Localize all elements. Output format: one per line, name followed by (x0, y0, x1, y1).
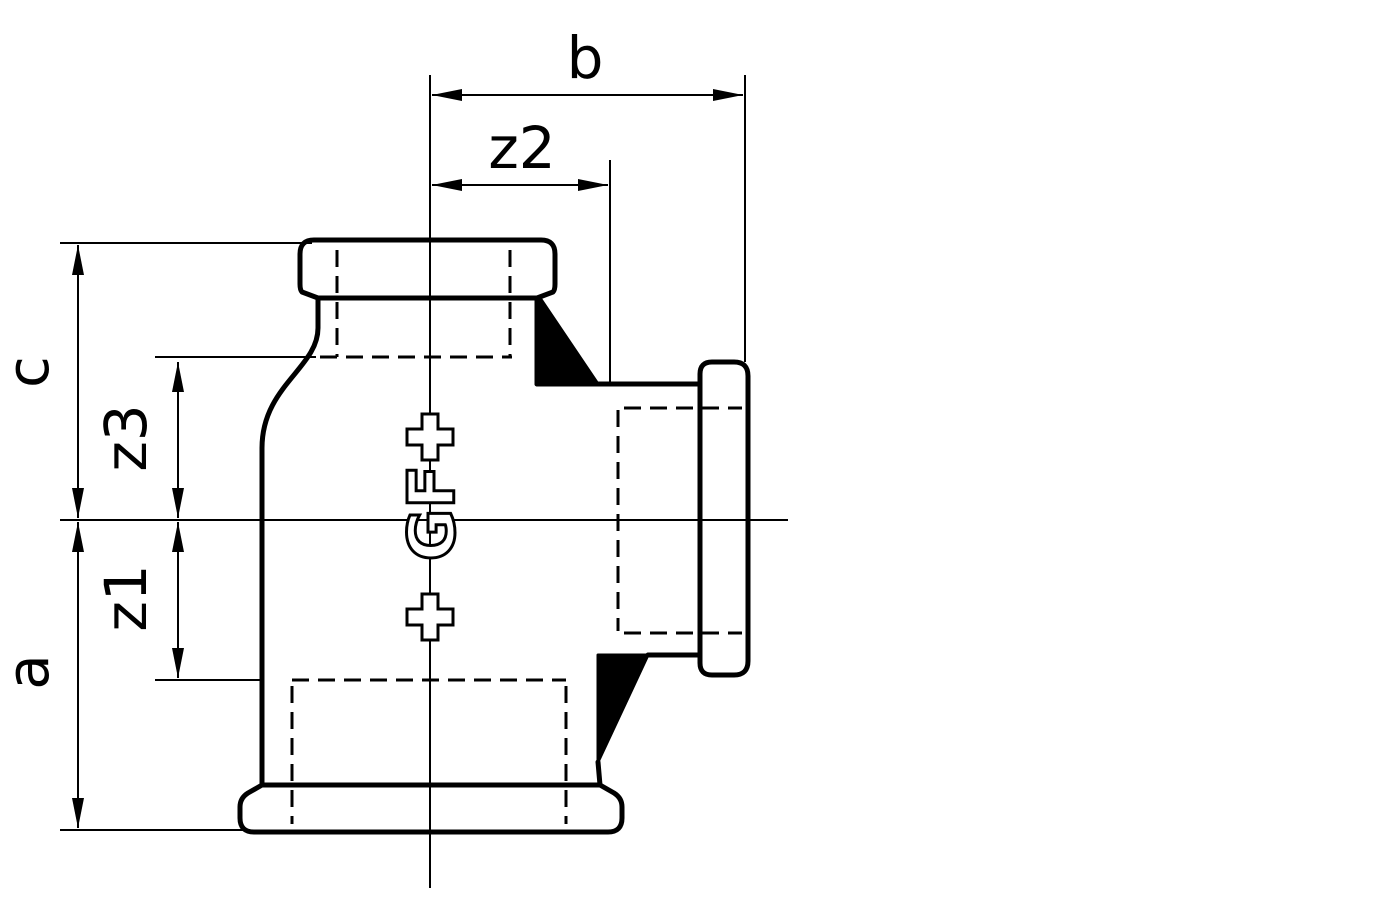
gf-logo-plus-bottom-icon (405, 592, 455, 642)
dim-a-label: a (0, 654, 62, 690)
body-left-contour (259, 295, 321, 788)
dim-b-arrow-right (713, 89, 743, 101)
gf-logo: GF (395, 412, 472, 642)
bottom-right-chamfer (596, 653, 650, 764)
dim-z2-arrow-right (578, 179, 608, 191)
right-socket-collar (697, 359, 751, 678)
thread-hidden-lines (290, 250, 742, 824)
dim-z2-arrow-left (432, 179, 462, 191)
dim-z1-arrow-bottom (172, 648, 184, 678)
top-socket-collar (297, 237, 558, 301)
dim-z2-label: z2 (488, 114, 555, 182)
dimension-b: b (432, 24, 746, 362)
bottom-socket-collar (237, 782, 625, 835)
dimension-c: c (0, 242, 312, 518)
dimension-z1: z1 (92, 522, 262, 681)
dim-c-arrow-bottom (72, 488, 84, 518)
dimension-z3: z3 (92, 356, 316, 518)
dim-z1-arrow-top (172, 522, 184, 552)
gf-logo-plus-top-icon (405, 412, 455, 462)
top-right-chamfer (535, 296, 600, 386)
dim-z1-label: z1 (92, 564, 160, 631)
dim-b-label: b (567, 24, 604, 92)
dim-b-arrow-left (432, 89, 462, 101)
body-right-lower-edge (595, 759, 603, 788)
dim-c-label: c (0, 356, 62, 388)
dim-z3-arrow-top (172, 362, 184, 392)
dim-c-arrow-top (72, 245, 84, 275)
dim-z3-arrow-bottom (172, 488, 184, 518)
dim-z3-label: z3 (92, 404, 160, 471)
dim-a-arrow-top (72, 522, 84, 552)
centerlines (60, 75, 788, 888)
gf-logo-letters: GF (396, 465, 470, 561)
dimension-z2: z2 (432, 114, 611, 386)
dim-a-arrow-bottom (72, 798, 84, 828)
fitting-outline (237, 237, 751, 835)
dimension-a: a (0, 522, 250, 831)
